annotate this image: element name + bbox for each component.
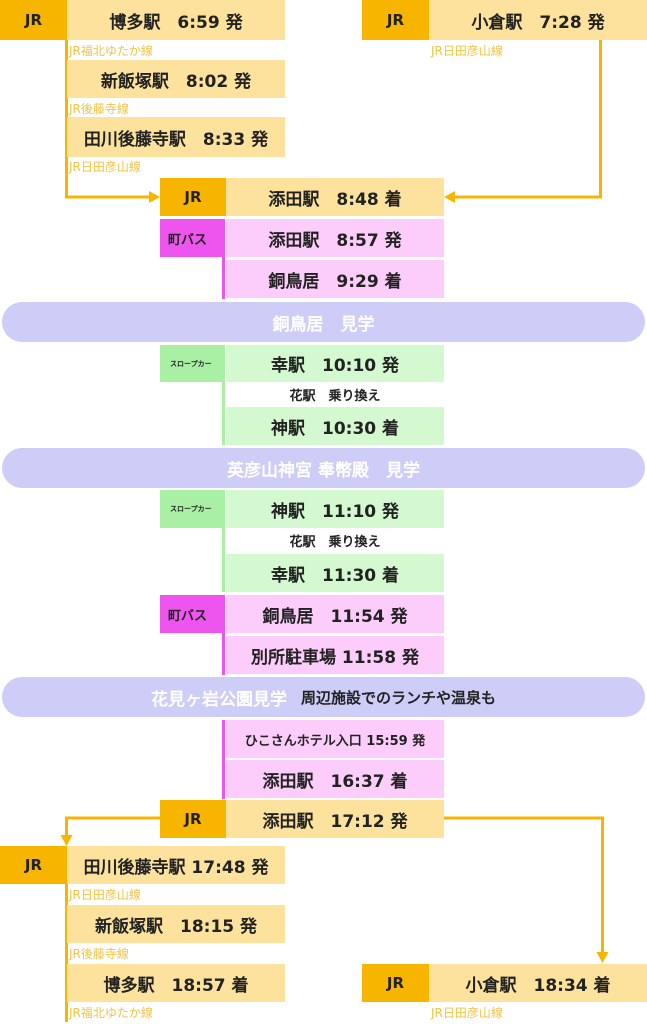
connector-left-outbound bbox=[65, 40, 150, 199]
station-hakata-departure: 博多駅 6:59 発 bbox=[67, 0, 285, 40]
line-label-hitahiko-1: JR日田彦山線 bbox=[69, 160, 141, 174]
station-soeda-departure: 添田駅 17:12 発 bbox=[226, 800, 444, 838]
line-label-gotoji-2: JR後藤寺線 bbox=[69, 947, 129, 961]
bus2-arrival: 別所駐車場 11:58 発 bbox=[226, 636, 444, 674]
slope2-transfer: 花駅 乗り換え bbox=[289, 535, 381, 550]
line-label-hitahiko-2: JR日田彦山線 bbox=[431, 44, 503, 58]
bus-tag-2: 町バス bbox=[160, 595, 225, 633]
slope1-arrival: 神駅 10:30 着 bbox=[226, 407, 444, 445]
slope1-departure: 幸駅 10:10 発 bbox=[226, 345, 444, 382]
line-label-fukuhoku: JR福北ゆたか線 bbox=[69, 44, 153, 58]
slope2-line bbox=[222, 490, 225, 592]
slope2-arrival: 幸駅 11:30 着 bbox=[226, 554, 444, 592]
station-kokura-departure: 小倉駅 7:28 発 bbox=[429, 0, 647, 40]
line-label-fukuhoku-2: JR福北ゆたか線 bbox=[69, 1006, 153, 1020]
station-tagawa-return: 田川後藤寺駅 17:48 発 bbox=[67, 846, 285, 884]
station-soeda-arrival: 添田駅 8:48 着 bbox=[226, 178, 444, 216]
jr-tag-hakata: JR bbox=[0, 0, 67, 40]
slope-tag-2: スロープカー bbox=[160, 490, 225, 528]
bus3-line bbox=[222, 720, 225, 799]
arrowhead-left-return bbox=[60, 835, 73, 846]
bus1-line bbox=[222, 219, 225, 299]
bus2-departure: 銅鳥居 11:54 発 bbox=[226, 595, 444, 633]
banner3-title: 花見ヶ岩公園見学 bbox=[150, 689, 287, 710]
bus3-arrival: 添田駅 16:37 着 bbox=[226, 760, 444, 798]
arrowhead-right-outbound bbox=[444, 191, 455, 203]
jr-tag-soeda: JR bbox=[160, 178, 226, 216]
connector-right-return bbox=[444, 816, 604, 952]
bus2-line bbox=[222, 595, 225, 675]
banner-hikosan-jingu-visit: 英彦山神宮 奉幣殿 見学 bbox=[2, 448, 645, 488]
bus1-departure: 添田駅 8:57 発 bbox=[226, 219, 444, 257]
station-hakata-arrival: 博多駅 18:57 着 bbox=[67, 964, 285, 1002]
jr-tag-kokura: JR bbox=[362, 0, 429, 40]
arrowhead-right-return bbox=[596, 952, 609, 963]
arrowhead-left-outbound bbox=[149, 191, 160, 203]
line-label-gotoji: JR後藤寺線 bbox=[69, 102, 129, 116]
jr-tag-return-left: JR bbox=[0, 846, 67, 884]
jr-tag-soeda-return: JR bbox=[160, 800, 226, 838]
slope-tag-1: スロープカー bbox=[160, 345, 225, 382]
bus3-departure: ひこさんホテル入口 15:59 発 bbox=[226, 720, 444, 758]
bus-tag-1: 町バス bbox=[160, 219, 225, 257]
bus1-arrival: 銅鳥居 9:29 着 bbox=[226, 260, 444, 298]
station-shiniizuka-return: 新飯塚駅 18:15 発 bbox=[67, 905, 285, 943]
line-label-hitahiko-3: JR日田彦山線 bbox=[69, 888, 141, 902]
slope1-line bbox=[222, 345, 225, 445]
jr-tag-kokura-return: JR bbox=[362, 964, 429, 1002]
station-shiniizuka-departure: 新飯塚駅 8:02 発 bbox=[67, 60, 285, 98]
connector-right-outbound bbox=[455, 40, 602, 199]
banner-dorii-visit: 銅鳥居 見学 bbox=[2, 302, 645, 342]
line-label-hitahiko-4: JR日田彦山線 bbox=[431, 1006, 503, 1020]
banner-hanamigaiwa-visit: 花見ヶ岩公園見学 周辺施設でのランチや温泉も bbox=[2, 677, 645, 717]
station-tagawa-departure: 田川後藤寺駅 8:33 発 bbox=[67, 117, 285, 157]
slope2-departure: 神駅 11:10 発 bbox=[226, 490, 444, 528]
banner3-subtitle: 周辺施設でのランチや温泉も bbox=[300, 688, 496, 707]
connector-left-return bbox=[65, 816, 160, 836]
slope1-transfer: 花駅 乗り換え bbox=[289, 389, 381, 404]
station-kokura-arrival: 小倉駅 18:34 着 bbox=[429, 964, 647, 1002]
